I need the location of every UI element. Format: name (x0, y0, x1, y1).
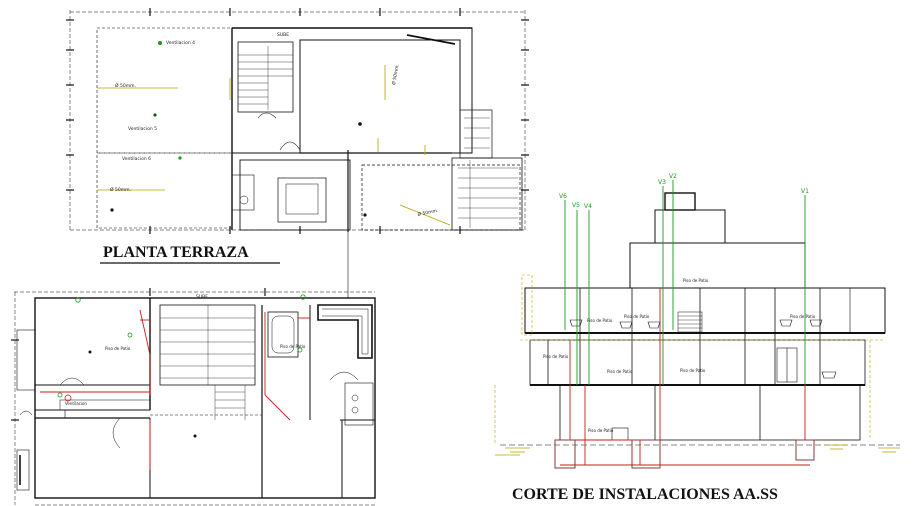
pipe-label: Ø 50mm. (110, 186, 131, 193)
sink-icon (569, 319, 583, 327)
registry-boxes (554, 439, 815, 469)
floor-drain-icon (110, 208, 114, 212)
floor-drain-icon (193, 434, 197, 438)
floor-drain-icon (358, 122, 362, 126)
vent-label-v4: V4 (584, 203, 592, 210)
terrace-vents (110, 41, 367, 217)
sink-icon (619, 321, 633, 329)
patio-floor-label: Piso de Patio (587, 318, 613, 323)
patio-floor-label: Piso de Patio (683, 278, 709, 283)
vent-6-marker (178, 156, 182, 160)
registry-box-icon (631, 439, 661, 469)
patio-floor-label: Piso de Patio (624, 314, 650, 319)
stair-up-label: SUBE (277, 32, 289, 38)
vent-6-label: Ventilacion 6 (122, 156, 151, 162)
patio-floor-label: Piso de Patio (607, 369, 633, 374)
patio-floor-label: Piso de Patio (588, 428, 614, 433)
sink-icon (809, 319, 823, 327)
section-fill-outline (494, 274, 885, 445)
ground-level-symbols (495, 444, 900, 456)
vent-label-v6: V6 (559, 193, 567, 200)
patio-floor-label: Piso de Patio (790, 314, 816, 319)
floor-drain-icon (363, 213, 367, 217)
registry-box-icon (795, 439, 815, 461)
plan-terrace-title: PLANTA TERRAZA (103, 244, 249, 261)
vent-label-v1: V1 (801, 188, 809, 195)
ventilation-label: Ventilacion (65, 401, 87, 406)
vent-label-v2: V2 (669, 173, 677, 180)
ground-floor-plan (11, 288, 376, 506)
terrace-plan (66, 8, 529, 298)
vent-label-v5: V5 (572, 202, 580, 209)
vent-4-marker (158, 41, 162, 45)
stair-up-label: SUBE (196, 294, 208, 300)
sink-icon (779, 319, 793, 327)
vent-stacks (564, 180, 806, 385)
section-elevation (500, 192, 900, 446)
sink-icon (821, 371, 837, 379)
section-title: CORTE DE INSTALACIONES AA.SS (512, 486, 778, 503)
pipe-label: Ø 50mm. (390, 64, 401, 86)
sink-icon (647, 321, 661, 329)
registry-box-icon (554, 439, 576, 469)
registry-box-icon (64, 394, 72, 402)
terrace-drain-pipes (97, 65, 451, 226)
patio-floor-label: Piso de Patio (543, 354, 569, 359)
vent-5-label: Ventilacion 5 (128, 126, 157, 132)
ground-vents (57, 294, 306, 398)
ground-drain-pipes (40, 309, 310, 470)
pipe-label: Ø 50mm. (417, 207, 439, 218)
ground-drains (64, 350, 197, 438)
section-fixtures (569, 319, 837, 379)
patio-floor-label: Piso de Patio (280, 344, 306, 349)
pipe-label: Ø 50mm. (115, 82, 136, 89)
patio-floor-label: Piso de Patio (680, 368, 706, 373)
vent-4-label: Ventilacion 4 (166, 40, 195, 46)
floor-drain-icon (88, 350, 92, 354)
patio-floor-label: Piso de Patio (105, 346, 131, 351)
vent-5-marker (153, 113, 157, 117)
section-drain-pipes (560, 288, 810, 466)
vent-label-v3: V3 (658, 179, 666, 186)
